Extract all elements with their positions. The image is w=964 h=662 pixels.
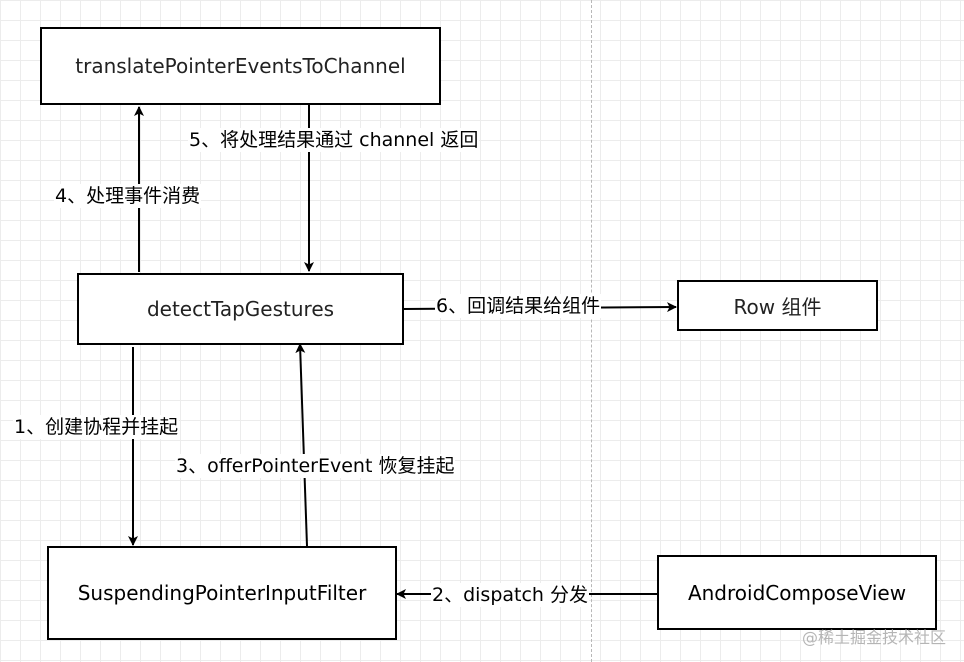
edge-step3-label: 3、offerPointerEvent 恢复挂起: [175, 454, 456, 478]
node-suspending-pointer-input-filter: SuspendingPointerInputFilter: [47, 546, 397, 640]
edge-step4-label: 4、处理事件消费: [54, 184, 202, 208]
node-translate-pointer-events-to-channel: translatePointerEventsToChannel: [40, 27, 441, 105]
watermark-text: @稀土掘金技术社区: [801, 628, 946, 647]
node-detect-tap-gestures: detectTapGestures: [77, 273, 404, 345]
node-android-compose-view: AndroidComposeView: [657, 555, 937, 630]
edge-step1-label: 1、创建协程并挂起: [13, 415, 180, 439]
divider-dashed-line: [591, 0, 592, 662]
edge-step2-label: 2、dispatch 分发: [431, 583, 590, 607]
node-row-component: Row 组件: [677, 280, 878, 331]
edge-step6-label: 6、回调结果给组件: [435, 294, 602, 318]
edge-step3-line: [295, 343, 308, 547]
edge-step5-label: 5、将处理结果通过 channel 返回: [188, 128, 480, 152]
